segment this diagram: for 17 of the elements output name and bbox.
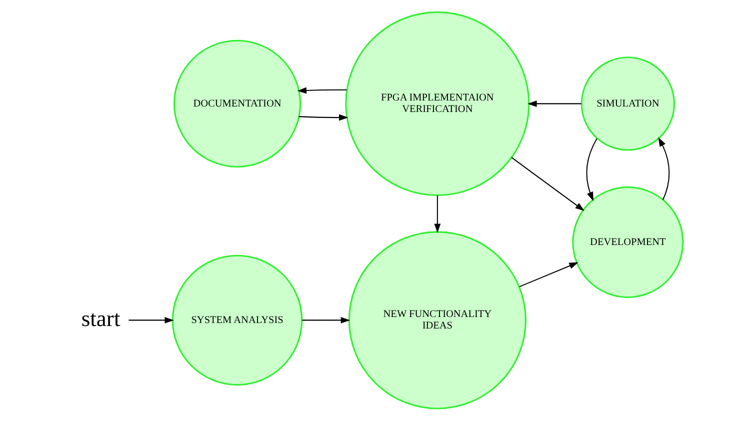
node-circle: SIMULATION bbox=[580, 56, 675, 151]
arrow bbox=[434, 196, 440, 233]
arrow bbox=[298, 114, 348, 121]
arrow bbox=[518, 262, 578, 288]
arrow bbox=[658, 137, 670, 200]
arrow bbox=[296, 87, 346, 94]
arrow bbox=[510, 157, 584, 212]
node-circle: DOCUMENTATION bbox=[172, 40, 301, 168]
node-circle: DEVELOPMENT bbox=[572, 186, 684, 298]
node-circle: NEW FUNCTIONALITY IDEAS bbox=[348, 231, 526, 410]
arrow bbox=[302, 316, 350, 324]
node-circle: FPGA IMPLEMENTAION VERIFICATION bbox=[344, 11, 530, 196]
node-text: start bbox=[80, 306, 120, 331]
arrow bbox=[128, 316, 174, 324]
arrow bbox=[527, 100, 581, 107]
arrow bbox=[586, 138, 597, 202]
node-circle: SYSTEM ANALYSIS bbox=[171, 254, 302, 386]
